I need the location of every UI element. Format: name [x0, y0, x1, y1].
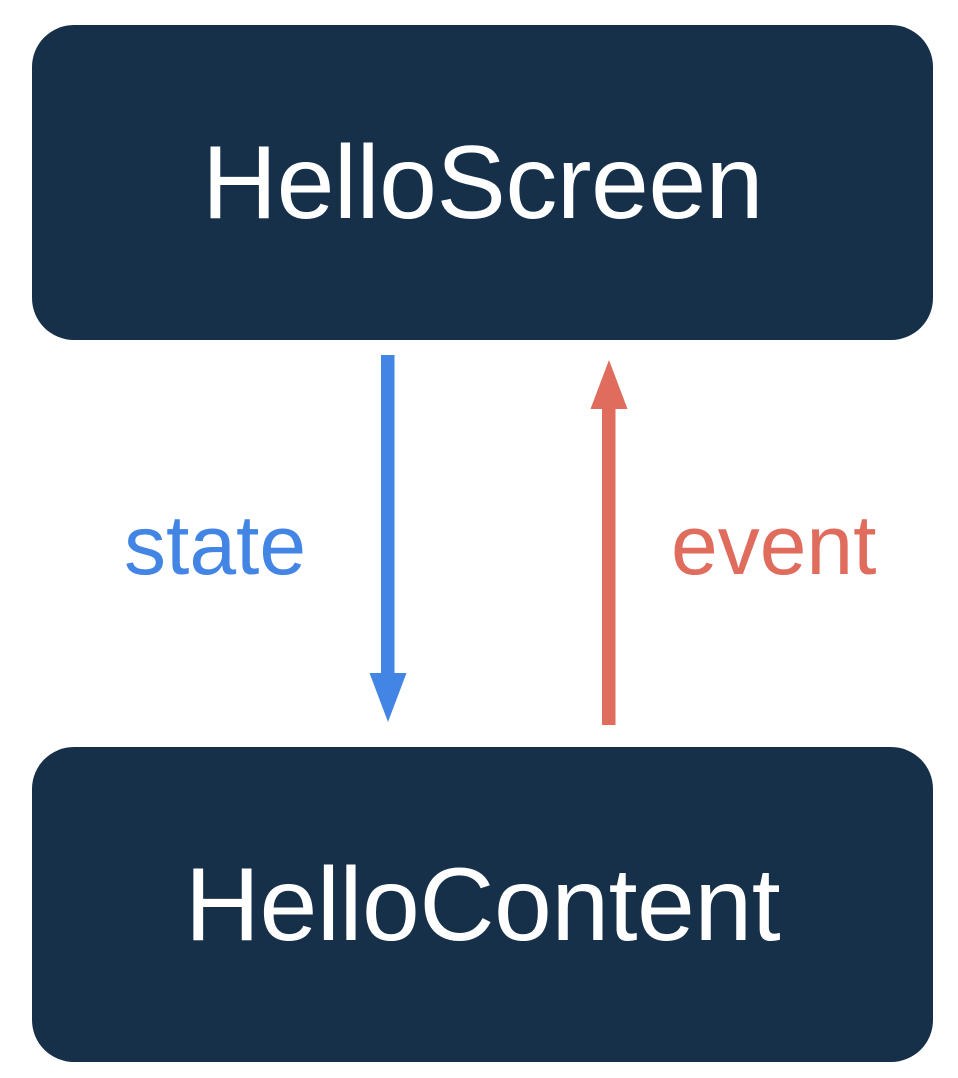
node-hello-content[interactable]: HelloContent	[32, 747, 933, 1062]
node-hello-content-label: HelloContent	[184, 846, 781, 963]
arrow-down-icon	[369, 355, 407, 722]
edge-label-event: event	[671, 498, 877, 592]
edge-label-state: state	[124, 498, 307, 592]
node-hello-screen[interactable]: HelloScreen	[32, 25, 933, 340]
arrow-up-icon	[590, 360, 628, 725]
node-hello-screen-label: HelloScreen	[201, 124, 764, 241]
